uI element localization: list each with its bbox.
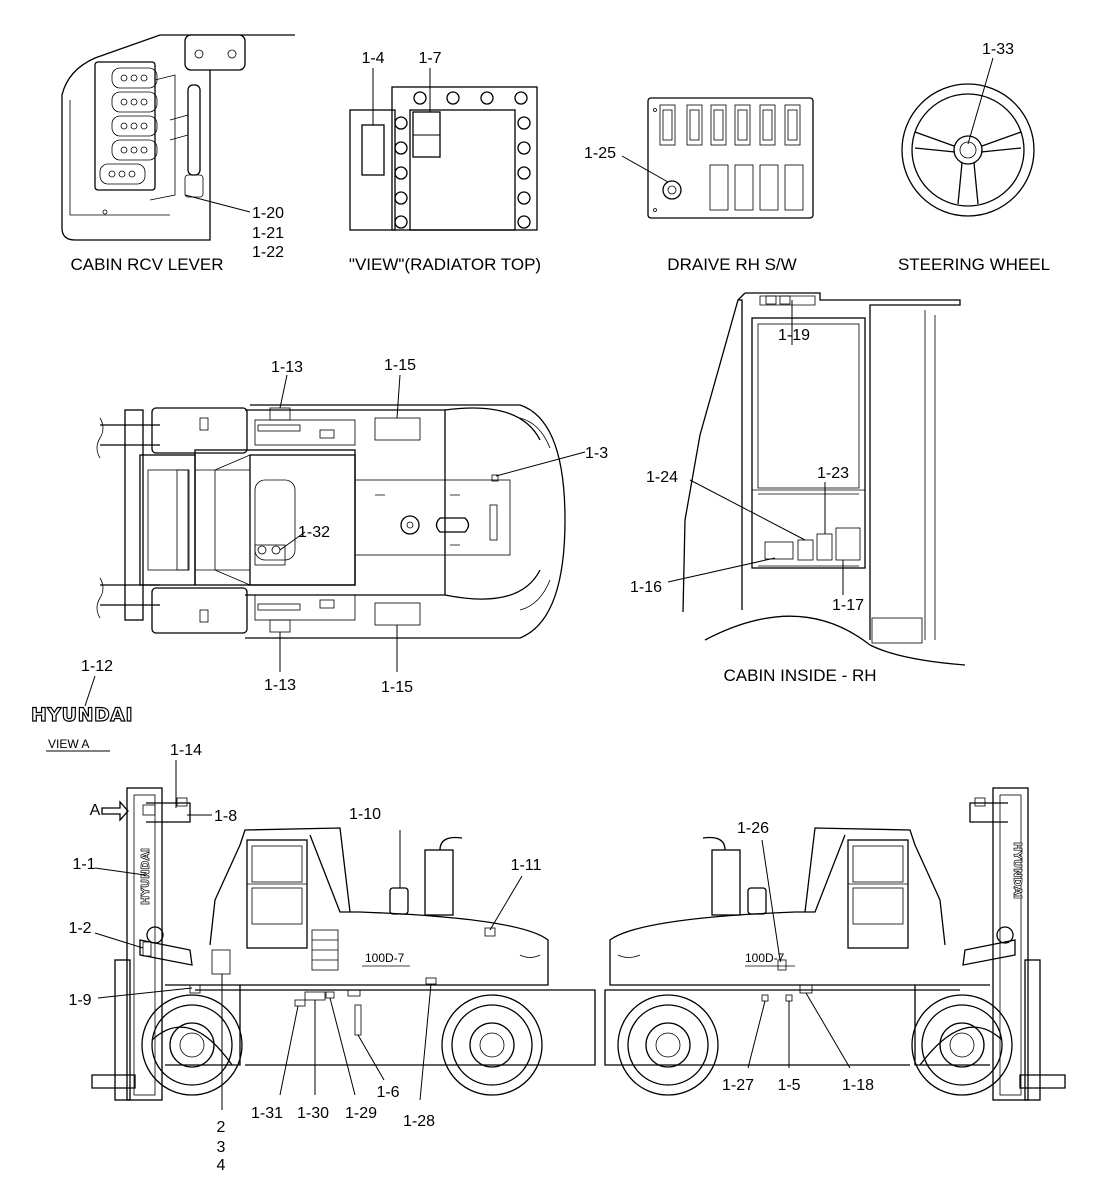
decal-1-29 (325, 991, 335, 999)
decal-1-26 (777, 959, 787, 971)
decal-1-23 (816, 533, 833, 561)
callout-1-22: 1-22 (252, 244, 284, 261)
model-badge-left: 100D-7 (365, 951, 405, 965)
callout-1-4: 1-4 (361, 50, 384, 67)
callout-1-28: 1-28 (403, 1113, 435, 1130)
callout-1-24: 1-24 (646, 469, 678, 486)
mast-logo-right: HYUNDAI (1011, 842, 1024, 899)
callout-1-18: 1-18 (842, 1077, 874, 1094)
decal-1-11 (484, 927, 496, 937)
decal-1-30 (304, 991, 326, 1001)
forklift-top-view: 1-13 1-15 1-3 1-32 1-13 1-15 (96, 357, 608, 696)
callout-1-1: 1-1 (72, 856, 95, 873)
caption-steering-wheel: STEERING WHEEL (898, 255, 1050, 274)
callout-1-10: 1-10 (349, 806, 381, 823)
drive-rh-switch-panel: 1-25 DRAIVE RH S/W (584, 97, 814, 274)
joystick-lever (169, 84, 204, 198)
callout-1-13-bottom: 1-13 (264, 677, 296, 694)
callout-1-16: 1-16 (630, 579, 662, 596)
view-a-arrow (101, 800, 129, 822)
mast-logo-left: HYUNDAI (139, 848, 152, 905)
callout-1-6: 1-6 (376, 1084, 399, 1101)
decal-1-5 (785, 994, 793, 1002)
horn-decal-1-33 (959, 141, 977, 159)
callout-1-2: 1-2 (68, 920, 91, 937)
callout-1-23: 1-23 (817, 465, 849, 482)
decal-1-2 (142, 941, 152, 957)
decal-1-27 (761, 994, 769, 1002)
lever-switch-block (94, 61, 176, 201)
callout-1-15-bottom: 1-15 (381, 679, 413, 696)
decal-1-4 (361, 124, 385, 176)
callout-1-26: 1-26 (737, 820, 769, 837)
decal-1-17 (835, 527, 861, 561)
caption-cabin-inside-rh: CABIN INSIDE - RH (723, 666, 876, 685)
steering-wheel-view: 1-33 STEERING WHEEL (898, 41, 1050, 274)
callout-1-30: 1-30 (297, 1105, 329, 1122)
callout-1-20: 1-20 (252, 205, 284, 222)
callout-1-3: 1-3 (585, 445, 608, 462)
callout-1-15-top: 1-15 (384, 357, 416, 374)
decal-1-31 (294, 999, 306, 1007)
callout-2: 2 (217, 1119, 226, 1136)
callout-1-12: 1-12 (81, 658, 113, 675)
key-switch-1-25 (662, 180, 682, 200)
callout-1-19: 1-19 (778, 327, 810, 344)
decal-1-15-bottom (374, 602, 421, 626)
caption-view-a: VIEW A (48, 737, 89, 751)
hyundai-logo-view: 1-12 HYUNDAI VIEW A (30, 658, 133, 752)
decal-2-3-4 (211, 949, 231, 975)
decal-1-32 (254, 544, 286, 566)
decal-1-9 (189, 984, 201, 994)
callout-1-14: 1-14 (170, 742, 202, 759)
decal-1-28 (425, 977, 437, 985)
caption-radiator-top: "VIEW"(RADIATOR TOP) (349, 255, 541, 274)
caption-drive-rh-sw: DRAIVE RH S/W (667, 255, 796, 274)
callout-1-13-top: 1-13 (271, 359, 303, 376)
callout-1-29: 1-29 (345, 1105, 377, 1122)
callout-1-11: 1-11 (511, 857, 542, 874)
callout-1-32: 1-32 (298, 524, 330, 541)
decal-1-6 (354, 1004, 362, 1036)
callout-1-5: 1-5 (777, 1077, 800, 1094)
caption-cabin-rcv-lever: CABIN RCV LEVER (70, 255, 223, 274)
decal-1-14 (176, 797, 188, 807)
radiator-top-view: 1-4 1-7 "VIEW"(RADIATOR TOP) (349, 50, 541, 274)
decal-1-24 (797, 539, 814, 561)
decal-1-13-bottom (269, 619, 291, 633)
callout-1-33: 1-33 (982, 41, 1014, 58)
forklift-right-side-view: HYUNDAI 100D-7 (604, 787, 1066, 1101)
cabin-rcv-lever-view: 1-20 1-21 1-22 CABIN RCV LEVER (61, 34, 295, 274)
cabin-inside-rh-view: 1-19 1-24 1-23 1-16 1-17 CABIN INSIDE - … (630, 292, 966, 685)
forklift-left-side-view: HYUNDAI 100D-7 (68, 742, 596, 1174)
callout-1-17: 1-17 (832, 597, 864, 614)
decal-1-16 (764, 541, 794, 560)
hyundai-logo: HYUNDAI (31, 704, 133, 726)
callout-1-9: 1-9 (68, 992, 91, 1009)
callout-1-31: 1-31 (251, 1105, 283, 1122)
callout-1-27: 1-27 (722, 1077, 754, 1094)
callout-1-8: 1-8 (214, 808, 237, 825)
callout-3: 3 (217, 1139, 226, 1156)
callout-1-7: 1-7 (418, 50, 441, 67)
beacon-1-10 (389, 887, 409, 915)
callout-1-25: 1-25 (584, 145, 616, 162)
callout-1-21: 1-21 (252, 225, 284, 242)
callout-4: 4 (217, 1157, 226, 1174)
model-badge-right: 100D-7 (745, 951, 785, 965)
decal-1-18 (799, 984, 813, 994)
decal-1-3 (491, 474, 499, 482)
arrow-a-label: A (90, 802, 101, 819)
decal-1-15-top (374, 417, 421, 441)
